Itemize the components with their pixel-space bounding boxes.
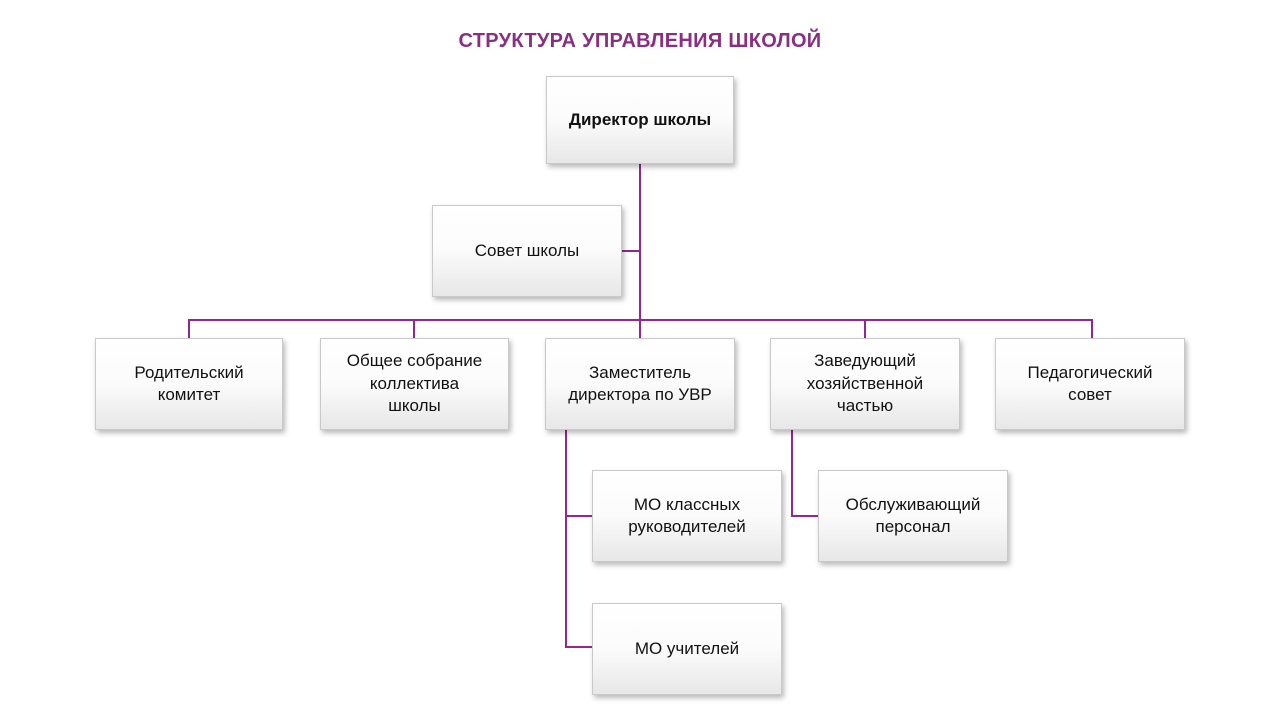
node-zamestitel-uvr: Заместитель директора по УВР — [545, 338, 735, 430]
node-zaveduyushchiy-chastyu: Заведующий хозяйственной частью — [770, 338, 960, 430]
node-pedagogichesky-sovet: Педагогический совет — [995, 338, 1185, 430]
connector-sovet-to-trunk — [622, 250, 640, 252]
connector-zaveduyushchiy-spine — [791, 430, 793, 517]
node-mo-uchiteley: МО учителей — [592, 603, 782, 695]
connector-drop-obshchee — [413, 319, 415, 338]
connector-branch-mo-klassnykh — [565, 515, 592, 517]
node-director: Директор школы — [546, 76, 734, 164]
connector-branch-mo-uchiteley — [565, 646, 592, 648]
connector-drop-zaveduyushchiy — [864, 319, 866, 338]
connector-main-bus — [188, 319, 1093, 321]
node-obsluzhivayushchiy-personal: Обслуживающий персонал — [818, 470, 1008, 562]
connector-branch-obsluzhivayushchiy — [791, 515, 818, 517]
connector-zamestitel-spine — [565, 430, 567, 648]
chart-title: СТРУКТУРА УПРАВЛЕНИЯ ШКОЛОЙ — [458, 30, 822, 52]
node-roditelsky-komitet: Родительский комитет — [95, 338, 283, 430]
connector-director-to-bus — [639, 164, 641, 338]
connector-drop-pedsovet — [1091, 319, 1093, 338]
connector-drop-roditelsky — [188, 319, 190, 338]
node-sovet-shkoly: Совет школы — [432, 205, 622, 297]
node-obshchee-sobranie: Общее собрание коллектива школы — [320, 338, 509, 430]
node-mo-klassnykh-rukovoditeley: МО классных руководителей — [592, 470, 782, 562]
